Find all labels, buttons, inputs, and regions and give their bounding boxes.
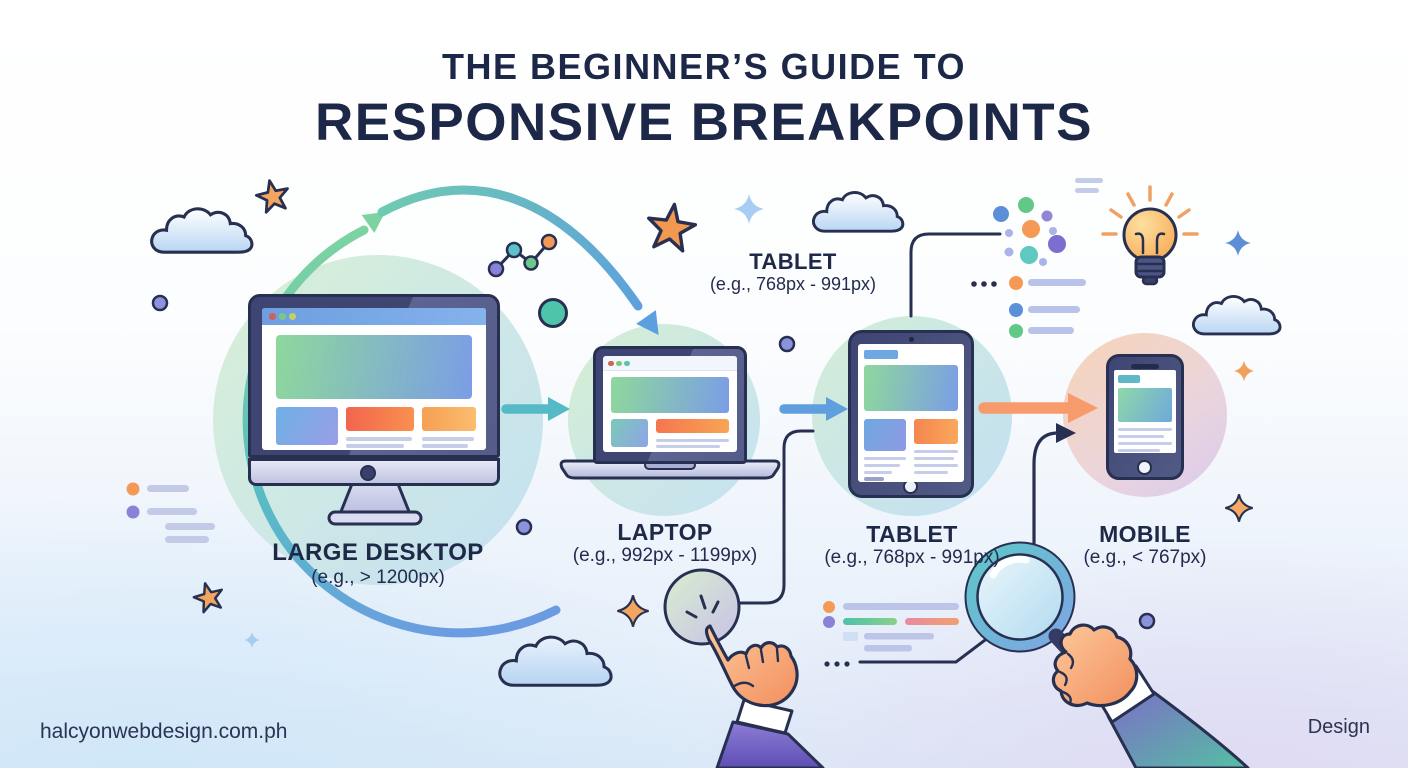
sparkle-icon bbox=[243, 631, 261, 649]
content-block bbox=[611, 419, 648, 447]
sparkle-icon bbox=[616, 594, 650, 628]
lightbulb-icon bbox=[1101, 185, 1199, 286]
hero-block bbox=[1118, 388, 1172, 422]
star-icon bbox=[643, 199, 700, 254]
hero-block bbox=[864, 365, 958, 411]
flow-arrow-laptop-tablet bbox=[779, 397, 848, 421]
window-dot-green bbox=[279, 313, 286, 320]
pointing-hand-icon bbox=[704, 624, 825, 768]
content-block bbox=[656, 419, 729, 433]
title-line1: THE BEGINNER’S GUIDE TO bbox=[442, 46, 966, 87]
line-chart-icon bbox=[487, 233, 558, 278]
mobile-range: (e.g., < 767px) bbox=[1083, 547, 1207, 568]
window-dot-yellow bbox=[289, 313, 296, 320]
sparkle-icon bbox=[734, 194, 764, 224]
content-block bbox=[914, 419, 958, 444]
credit-text: Design bbox=[1307, 716, 1370, 738]
ellipsis-icon bbox=[971, 281, 997, 287]
laptop-screen bbox=[603, 356, 737, 452]
desktop-chin bbox=[248, 458, 500, 486]
flow-arrow-desktop-laptop bbox=[501, 397, 570, 421]
speed-lines-left bbox=[126, 482, 215, 543]
desktop-stand bbox=[327, 482, 423, 526]
tablet-callout-range: (e.g., 768px - 991px) bbox=[709, 274, 877, 294]
button-connector-line bbox=[738, 429, 815, 605]
content-block bbox=[422, 407, 476, 431]
tablet-screen bbox=[858, 344, 964, 482]
cloud-icon bbox=[811, 191, 905, 233]
swoosh-arrow-icon bbox=[377, 185, 659, 336]
cloud-icon bbox=[150, 207, 254, 254]
header-chip bbox=[864, 350, 898, 359]
chin-logo-dot bbox=[360, 464, 376, 481]
ellipsis-icon bbox=[824, 661, 850, 667]
hero-block bbox=[276, 335, 472, 399]
laptop-range: (e.g., 992px - 1199px) bbox=[572, 545, 758, 566]
click-button bbox=[663, 568, 741, 646]
star-icon bbox=[252, 175, 293, 215]
accent-dot bbox=[151, 294, 169, 312]
list-icon bbox=[823, 601, 959, 652]
desktop-range: (e.g., > 1200px) bbox=[311, 567, 445, 588]
laptop-label: LAPTOP bbox=[617, 519, 713, 545]
accent-dot bbox=[778, 335, 796, 353]
window-dot-green bbox=[616, 360, 622, 367]
cloud-icon bbox=[1191, 295, 1282, 336]
magnifier-up-arrow bbox=[1032, 423, 1076, 552]
sparkle-icon bbox=[1224, 493, 1254, 523]
accent-dot bbox=[515, 518, 533, 536]
browser-bar bbox=[262, 308, 486, 325]
desktop-screen bbox=[262, 308, 486, 450]
phone-screen bbox=[1114, 370, 1176, 453]
accent-dot bbox=[538, 298, 568, 328]
callout-connector-line bbox=[909, 232, 1002, 318]
list-icon bbox=[1009, 276, 1086, 338]
sparkle-icon bbox=[1233, 360, 1255, 382]
content-block bbox=[864, 419, 906, 451]
scatter-dots-icon bbox=[993, 178, 1103, 266]
cloud-icon bbox=[498, 635, 613, 687]
holding-hand-icon bbox=[1051, 623, 1250, 768]
window-dot-red bbox=[269, 313, 276, 320]
content-block bbox=[346, 407, 414, 431]
hero-block bbox=[611, 377, 729, 413]
speaker-bar bbox=[1131, 364, 1159, 369]
window-dot-teal bbox=[624, 360, 630, 367]
mobile-label: MOBILE bbox=[1099, 521, 1191, 547]
header-chip bbox=[1118, 375, 1140, 383]
sparkle-icon bbox=[1225, 230, 1251, 256]
camera-dot bbox=[909, 337, 914, 342]
content-block bbox=[276, 407, 338, 445]
accent-dot bbox=[1138, 612, 1156, 630]
browser-bar bbox=[603, 356, 737, 371]
home-button bbox=[1137, 460, 1152, 475]
flow-arrow-tablet-mobile bbox=[978, 393, 1098, 423]
site-watermark: halcyonwebdesign.com.ph bbox=[40, 720, 288, 743]
tablet-label: TABLET bbox=[866, 521, 958, 547]
tablet-range: (e.g., 768px - 991px) bbox=[824, 547, 1000, 568]
title-line2: RESPONSIVE BREAKPOINTS bbox=[314, 93, 1094, 152]
tablet-callout-label: TABLET bbox=[749, 249, 837, 274]
window-dot-red bbox=[608, 360, 614, 367]
desktop-label: LARGE DESKTOP bbox=[272, 539, 484, 566]
